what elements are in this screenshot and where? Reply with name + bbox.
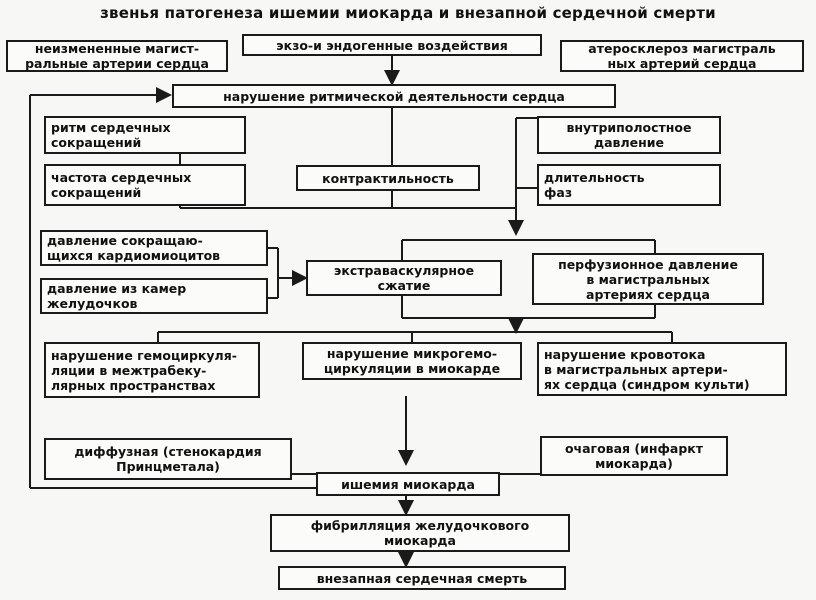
node-hemocirculation: нарушение гемоциркуля- ляции в межтрабек… <box>44 342 260 398</box>
node-heart-rhythm: ритм сердечных сокращений <box>44 116 246 154</box>
node-contractility: контрактильность <box>296 165 480 191</box>
node-focal: очаговая (инфаркт миокарда) <box>540 436 728 476</box>
node-ventricular-pressure: давление из камер желудочков <box>40 278 268 314</box>
diagram-title: звенья патогенеза ишемии миокарда и внез… <box>100 4 716 22</box>
node-cardiomyocyte-pressure: давление сокращаю- щихся кардиомиоцитов <box>40 230 268 266</box>
node-microcirculation: нарушение микрогемо- циркуляции в миокар… <box>302 342 522 380</box>
node-sudden-death: внезапная сердечная смерть <box>278 566 566 590</box>
node-ischemia: ишемия миокарда <box>316 472 500 496</box>
node-perfusion-pressure: перфузионное давление в магистральных ар… <box>532 253 764 305</box>
node-intracavitary-pressure: внутриполостное давление <box>537 116 721 154</box>
node-rhythm-disorder: нарушение ритмической деятельности сердц… <box>172 84 616 108</box>
node-blood-flow: нарушение кровотока в магистральных арте… <box>537 342 787 396</box>
node-exo-endo: экзо-и эндогенные воздействия <box>242 34 542 56</box>
node-atherosclerosis: атеросклероз магистраль ных артерий серд… <box>560 40 804 72</box>
node-unchanged-arteries: неизмененные магист- ральные артерии сер… <box>6 40 228 72</box>
node-heart-rate: частота сердечных сокращений <box>44 164 246 206</box>
node-phase-duration: длительность фаз <box>537 164 721 206</box>
node-diffuse: диффузная (стенокардия Принцметала) <box>44 438 292 480</box>
node-extravascular: экстраваскулярное сжатие <box>306 260 502 296</box>
node-fibrillation: фибрилляция желудочкового миокарда <box>270 514 570 552</box>
